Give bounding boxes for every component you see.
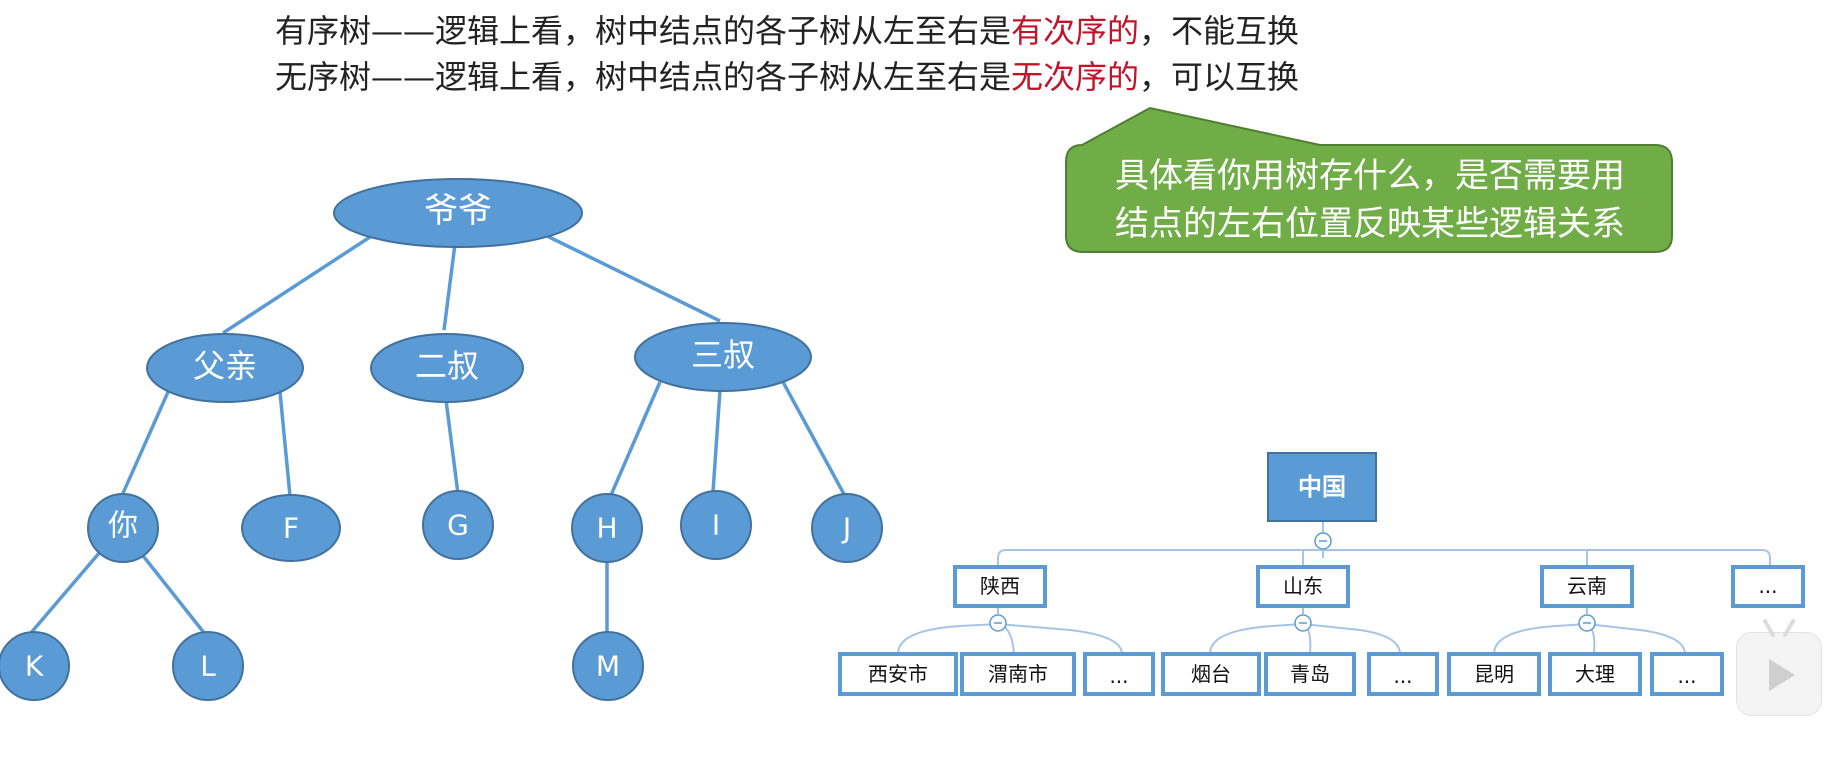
province-box — [1731, 565, 1805, 608]
node-f — [241, 494, 341, 562]
city-box — [1083, 652, 1155, 696]
city-box — [1367, 652, 1439, 696]
edge-father-f — [278, 391, 292, 497]
label-you: 你 — [108, 509, 138, 544]
city-label: 西安市 — [868, 662, 928, 686]
play-button-icon[interactable] — [1736, 619, 1822, 716]
ordered-highlight: 有次序的 — [1011, 12, 1140, 50]
unordered-highlight: 无次序的 — [1011, 58, 1140, 96]
callout-text: 具体看你用树存什么，是否需要用 结点的左右位置反映某些逻辑关系 — [1070, 152, 1670, 248]
edge-you-k — [28, 550, 102, 636]
definitions: 有序树——逻辑上看，树中结点的各子树从左至右是有次序的，不能互换 无序树——逻辑… — [275, 8, 1299, 100]
play-triangle-icon — [1769, 659, 1795, 691]
city-box — [1447, 652, 1541, 696]
node-uncle3 — [634, 322, 812, 392]
city-label: 青岛 — [1290, 662, 1330, 686]
edge-root-uncle3 — [544, 233, 721, 323]
callout-line-1: 具体看你用树存什么，是否需要用 — [1115, 156, 1625, 196]
city-label: 大理 — [1575, 662, 1615, 686]
label-grandpa: 爷爷 — [424, 191, 492, 231]
label-k: K — [25, 650, 44, 683]
ordered-tree-definition: 有序树——逻辑上看，树中结点的各子树从左至右是有次序的，不能互换 — [275, 12, 1300, 50]
label-j: J — [841, 512, 851, 545]
node-k — [0, 631, 70, 701]
tv-ears-icon — [1763, 619, 1795, 637]
city-label: 烟台 — [1191, 662, 1231, 686]
province-label: 云南 — [1567, 574, 1607, 598]
node-j — [811, 493, 883, 563]
label-l: L — [200, 650, 216, 683]
callout-line-2: 结点的左右位置反映某些逻辑关系 — [1115, 204, 1625, 244]
city-box — [1650, 652, 1724, 696]
label-i: I — [712, 509, 720, 542]
node-g — [422, 490, 494, 560]
callout-bubble — [1065, 106, 1673, 253]
province-box — [1540, 565, 1634, 608]
label-f: F — [283, 512, 299, 545]
label-uncle3: 三叔 — [691, 336, 755, 374]
edge-father-you — [118, 391, 170, 501]
node-uncle2 — [370, 333, 524, 403]
edge-root-father — [222, 235, 371, 335]
region-root-label: 中国 — [1298, 473, 1346, 501]
node-h — [571, 493, 643, 563]
province-label: 陕西 — [980, 574, 1020, 598]
node-father — [146, 333, 304, 403]
city-box — [960, 652, 1076, 696]
province-label: 山东 — [1283, 574, 1323, 598]
city-label: ... — [1393, 664, 1412, 688]
unordered-tree-definition: 无序树——逻辑上看，树中结点的各子树从左至右是无次序的，可以互换 — [275, 58, 1300, 96]
label-uncle2: 二叔 — [415, 347, 479, 385]
label-h: H — [596, 512, 617, 545]
edge-root-uncle2 — [442, 243, 457, 331]
edge-uncle3-h — [606, 381, 662, 503]
edge-uncle3-i — [711, 389, 722, 493]
province-label: ... — [1758, 574, 1777, 598]
edge-uncle2-g — [444, 399, 460, 495]
province-box — [953, 565, 1047, 608]
node-grandpa — [333, 178, 583, 248]
family-tree-edges — [28, 233, 847, 636]
province-box — [1256, 565, 1350, 608]
edge-you-l — [138, 550, 207, 636]
city-label: ... — [1677, 664, 1696, 688]
node-l — [172, 631, 244, 701]
node-i — [680, 490, 752, 560]
label-father: 父亲 — [193, 347, 257, 385]
city-box — [1161, 652, 1261, 696]
label-m: M — [596, 650, 620, 683]
city-label: ... — [1109, 664, 1128, 688]
city-box — [1264, 652, 1356, 696]
city-box — [1548, 652, 1642, 696]
region-root-box — [1267, 452, 1377, 522]
city-label: 昆明 — [1474, 662, 1514, 686]
city-label: 渭南市 — [988, 662, 1048, 686]
city-box — [838, 652, 958, 696]
node-you — [87, 493, 159, 563]
label-g: G — [447, 509, 469, 542]
family-tree-nodes — [0, 178, 883, 701]
node-m — [572, 631, 644, 701]
edge-uncle3-j — [781, 381, 847, 497]
